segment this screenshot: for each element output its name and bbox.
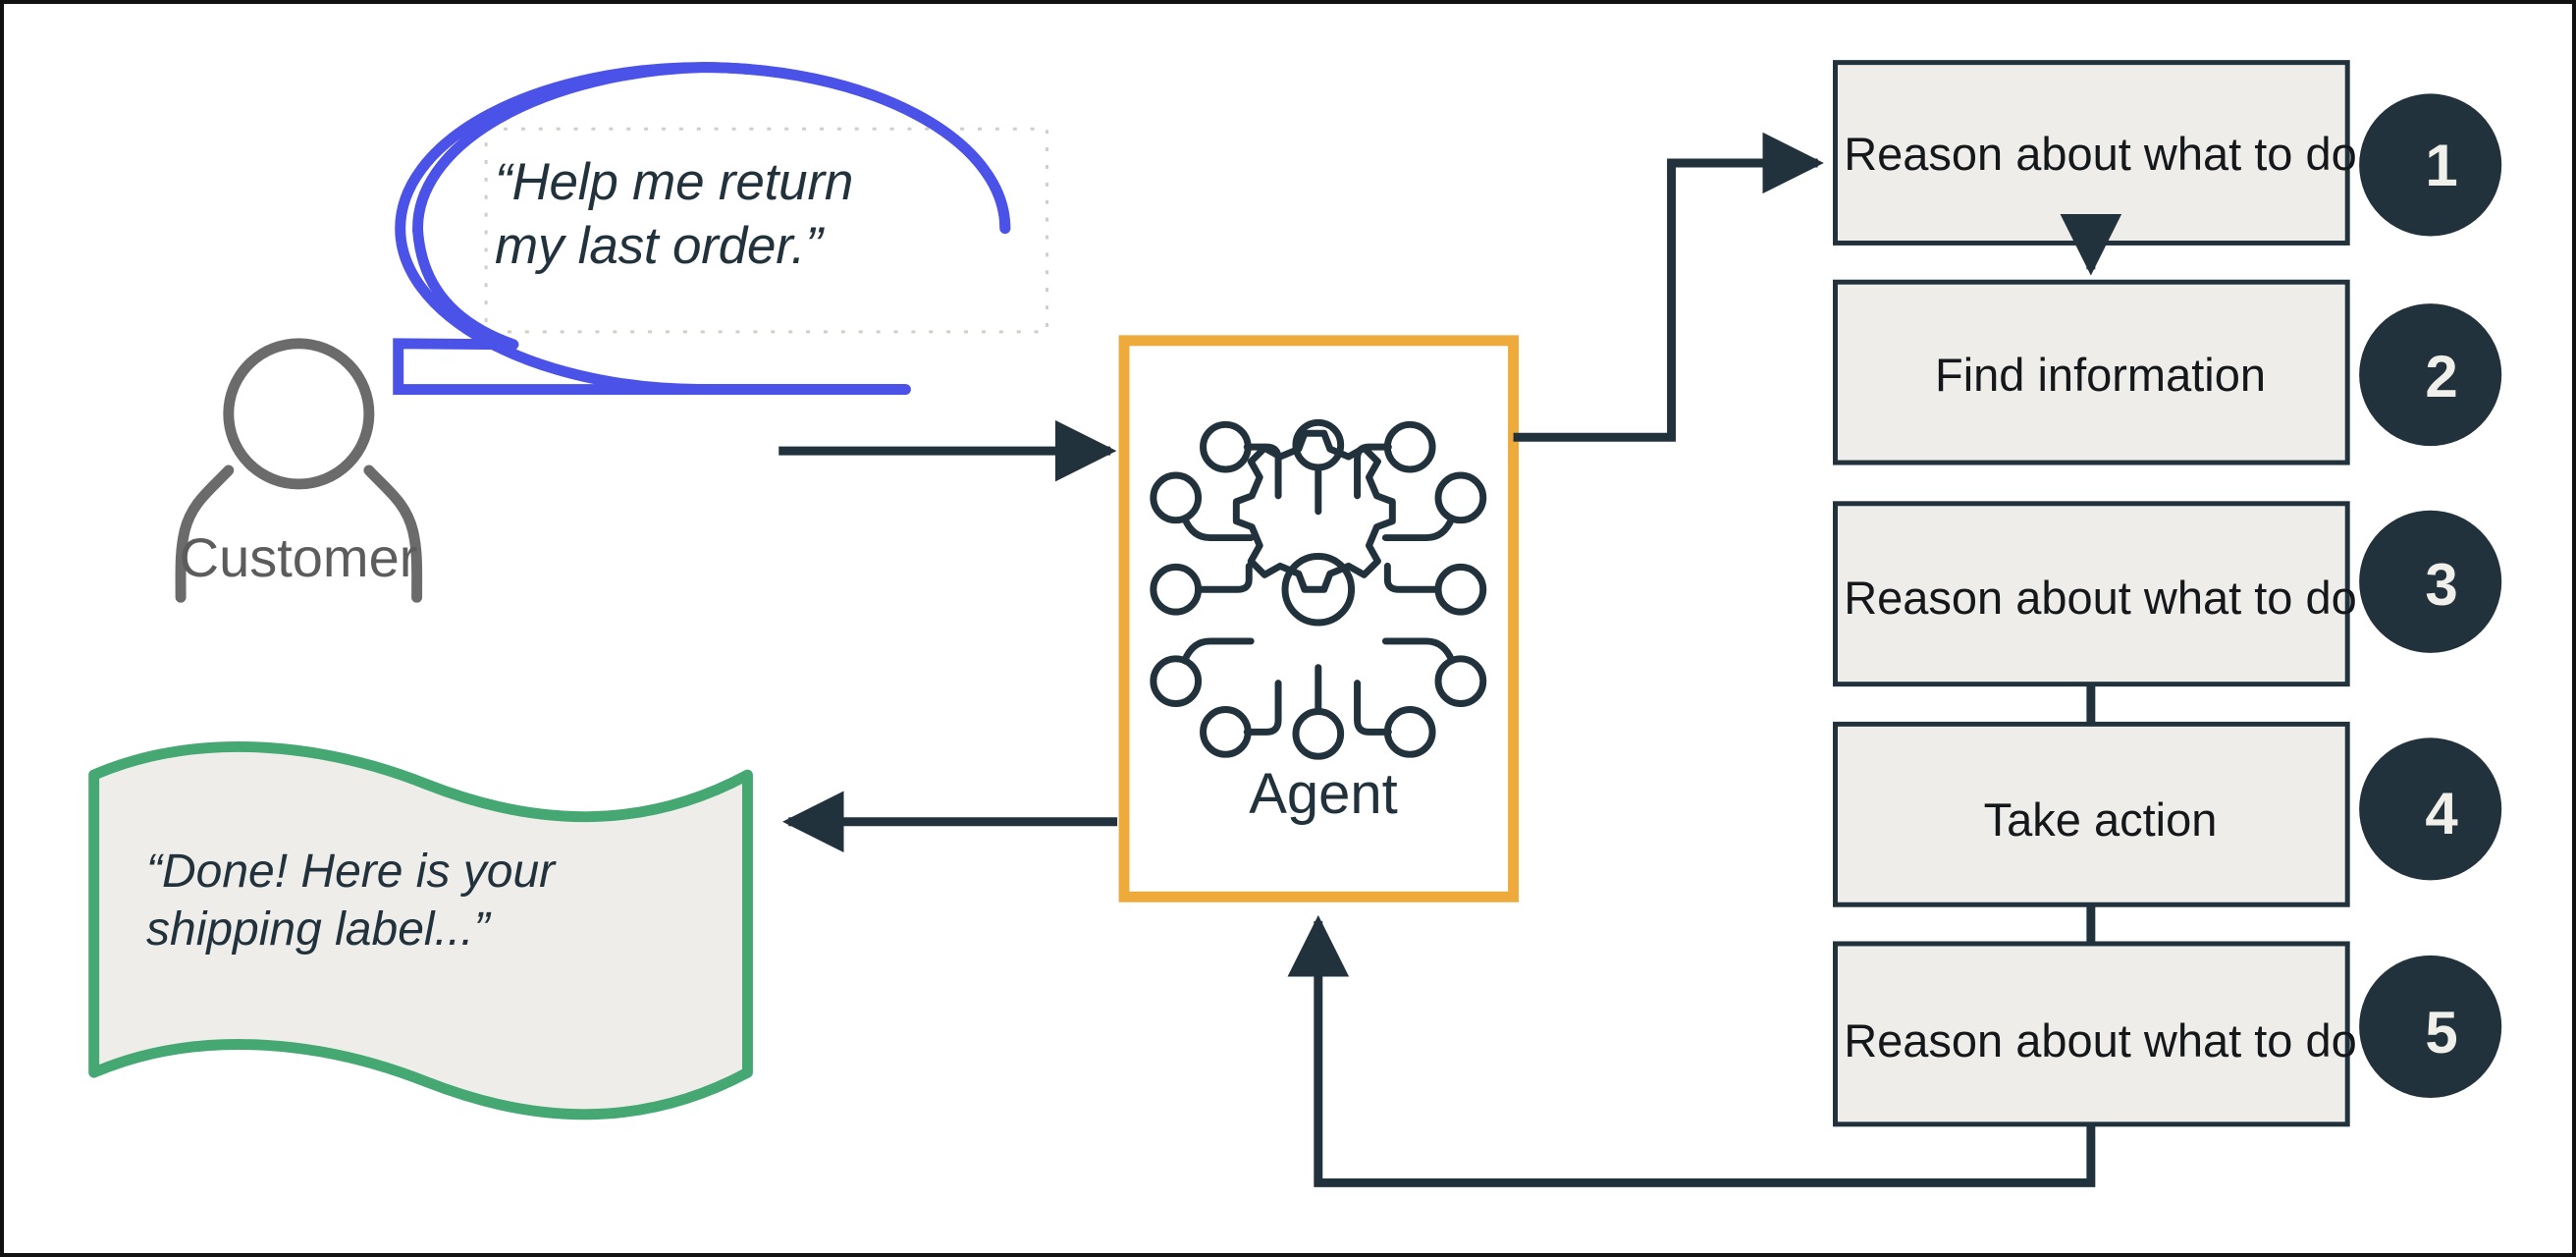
step-number-circle-3 — [2359, 510, 2502, 653]
step-number-circle-4 — [2359, 738, 2502, 881]
step-number-circles — [2359, 93, 2502, 1098]
step-box-1[interactable] — [1833, 60, 2350, 246]
step5-to-agent-feedback-arrow — [1287, 914, 2096, 1187]
step-number-1: 1 — [2425, 133, 2458, 198]
step-number-circle-1 — [2359, 93, 2502, 237]
step-box-4[interactable] — [1833, 721, 2350, 907]
step-label-5: Reason about what to do — [1844, 1013, 2357, 1066]
response-banner-text: “Done! Here is your shipping label...” — [146, 846, 556, 956]
step-box-3[interactable] — [1833, 501, 2350, 687]
agent-label: Agent — [1249, 762, 1398, 826]
step-label-4: Take action — [1983, 792, 2218, 846]
step-number-circle-2 — [2359, 303, 2502, 447]
speech-bubble-icon — [393, 62, 1011, 395]
step-number-circle-5 — [2359, 955, 2502, 1098]
agent-to-step1-arrow — [1513, 132, 1824, 442]
step-boxes — [1833, 60, 2350, 1127]
step-number-3: 3 — [2425, 552, 2458, 618]
step-number-4: 4 — [2425, 781, 2458, 847]
wavy-banner-icon — [88, 740, 753, 1120]
connectors — [778, 132, 2122, 1187]
speech-bubble-text: “Help me return my last order.” — [495, 153, 854, 275]
step-label-2: Find information — [1935, 348, 2266, 401]
diagram-vector-layer — [88, 60, 2502, 1187]
person-icon — [175, 338, 423, 603]
agent-network-icon — [1150, 418, 1487, 760]
step-box-2[interactable] — [1833, 279, 2350, 465]
step-number-5: 5 — [2425, 1000, 2458, 1066]
step-number-2: 2 — [2425, 344, 2458, 410]
step-label-1: Reason about what to do — [1844, 127, 2357, 180]
customer-label: Customer — [179, 526, 418, 588]
step-box-5[interactable] — [1833, 941, 2350, 1127]
speech-bubble-text-guide — [484, 127, 1049, 334]
step-label-3: Reason about what to do — [1844, 571, 2357, 624]
